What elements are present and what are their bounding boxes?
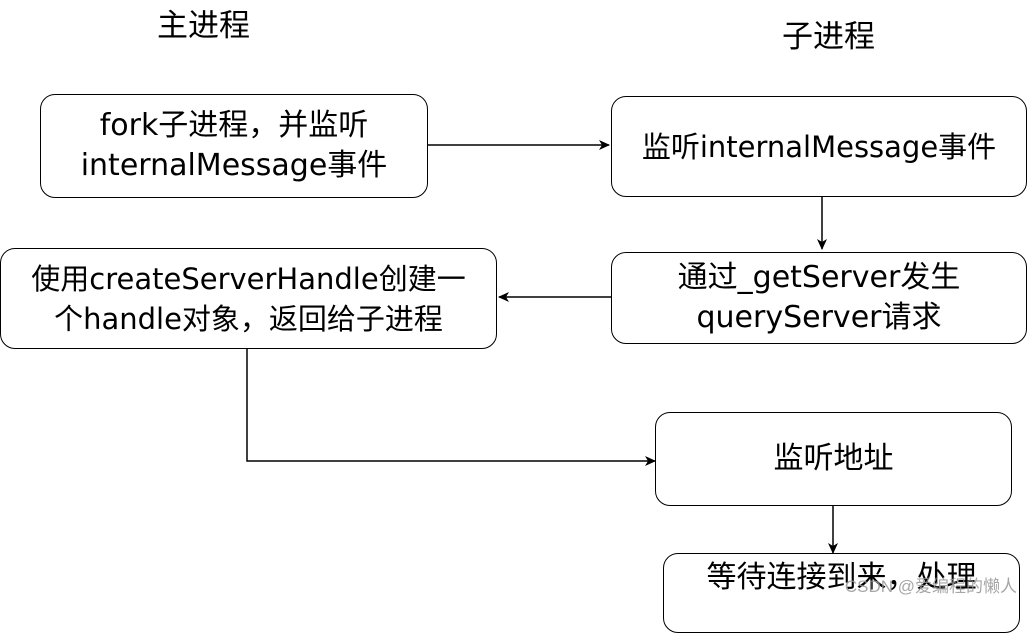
node-text-line: 个handle对象，返回给子进程 xyxy=(54,301,443,336)
get-server-request-node: 通过_getServer发生 queryServer请求 xyxy=(611,252,1027,344)
listen-internal-message-node: 监听internalMessage事件 xyxy=(611,96,1027,197)
node-text-line: 使用createServerHandle创建一 xyxy=(31,261,466,296)
fork-child-process-node: fork子进程，并监听 internalMessage事件 xyxy=(40,94,428,198)
child-process-heading: 子进程 xyxy=(782,19,875,55)
node-text-line: internalMessage事件 xyxy=(80,148,388,183)
csdn-watermark: CSDN @爱编程的懒人 xyxy=(844,577,1017,596)
node-text-line: queryServer请求 xyxy=(696,300,942,335)
listen-address-node: 监听地址 xyxy=(655,412,1012,506)
main-process-heading: 主进程 xyxy=(157,8,250,44)
node-text-line: fork子进程，并监听 xyxy=(99,108,369,143)
flow-connectors xyxy=(246,140,838,554)
node-text-line: 等待连接到来，处理 xyxy=(706,560,977,595)
node-text-line: 监听internalMessage事件 xyxy=(641,129,997,164)
create-server-handle-node: 使用createServerHandle创建一 个handle对象，返回给子进程 xyxy=(0,248,497,349)
node-text-line: 监听地址 xyxy=(773,441,894,476)
node-text-line: 通过_getServer发生 xyxy=(677,260,961,295)
arrow-create-handle-to-listen-address xyxy=(246,349,656,466)
